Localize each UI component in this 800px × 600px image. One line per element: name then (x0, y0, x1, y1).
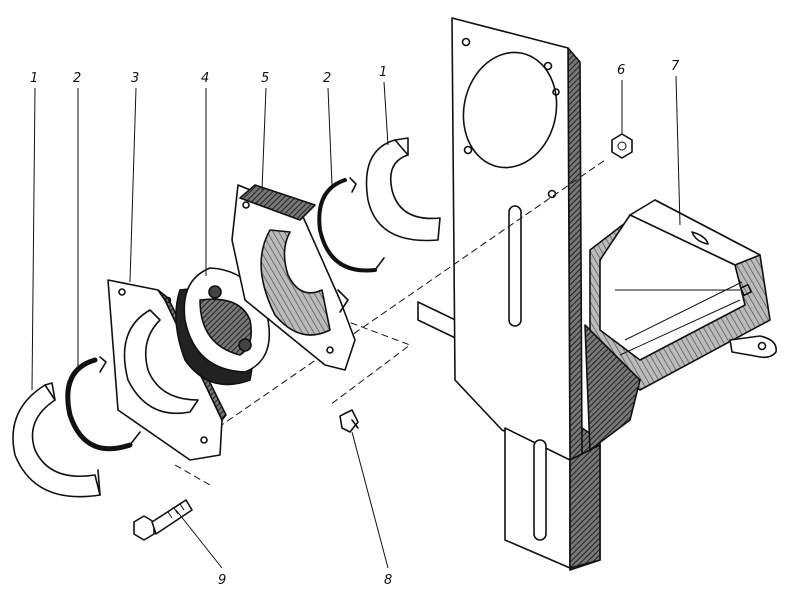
callout-2-right: 2 (323, 71, 331, 86)
callout-1-right: 1 (379, 65, 387, 80)
assembly-axis-lines (174, 159, 606, 486)
callout-4: 4 (201, 71, 209, 86)
mounting-plate (451, 17, 583, 461)
part-1-retaining-ring-right (365, 137, 441, 242)
callout-7: 7 (671, 59, 680, 74)
part-1-retaining-ring-left (12, 382, 101, 498)
part-6-nut (611, 133, 633, 159)
callout-6: 6 (617, 63, 625, 78)
leader-lines (31, 75, 681, 569)
part-7-bracket-box (417, 199, 777, 571)
plate-lower-extension (504, 427, 601, 569)
callout-3: 3 (131, 71, 139, 86)
part-2-seal-ring-right (317, 177, 385, 273)
callout-5: 5 (261, 71, 269, 86)
callout-2-left: 2 (73, 71, 81, 86)
callout-1-left: 1 (30, 71, 38, 86)
part-8-screw (339, 409, 359, 433)
callout-8: 8 (384, 573, 392, 588)
callout-9: 9 (218, 573, 226, 588)
part-9-bolt (133, 499, 193, 541)
part-5-bearing-housing (231, 184, 356, 371)
callout-labels: 1 2 3 4 5 2 1 6 7 8 9 (30, 59, 680, 588)
